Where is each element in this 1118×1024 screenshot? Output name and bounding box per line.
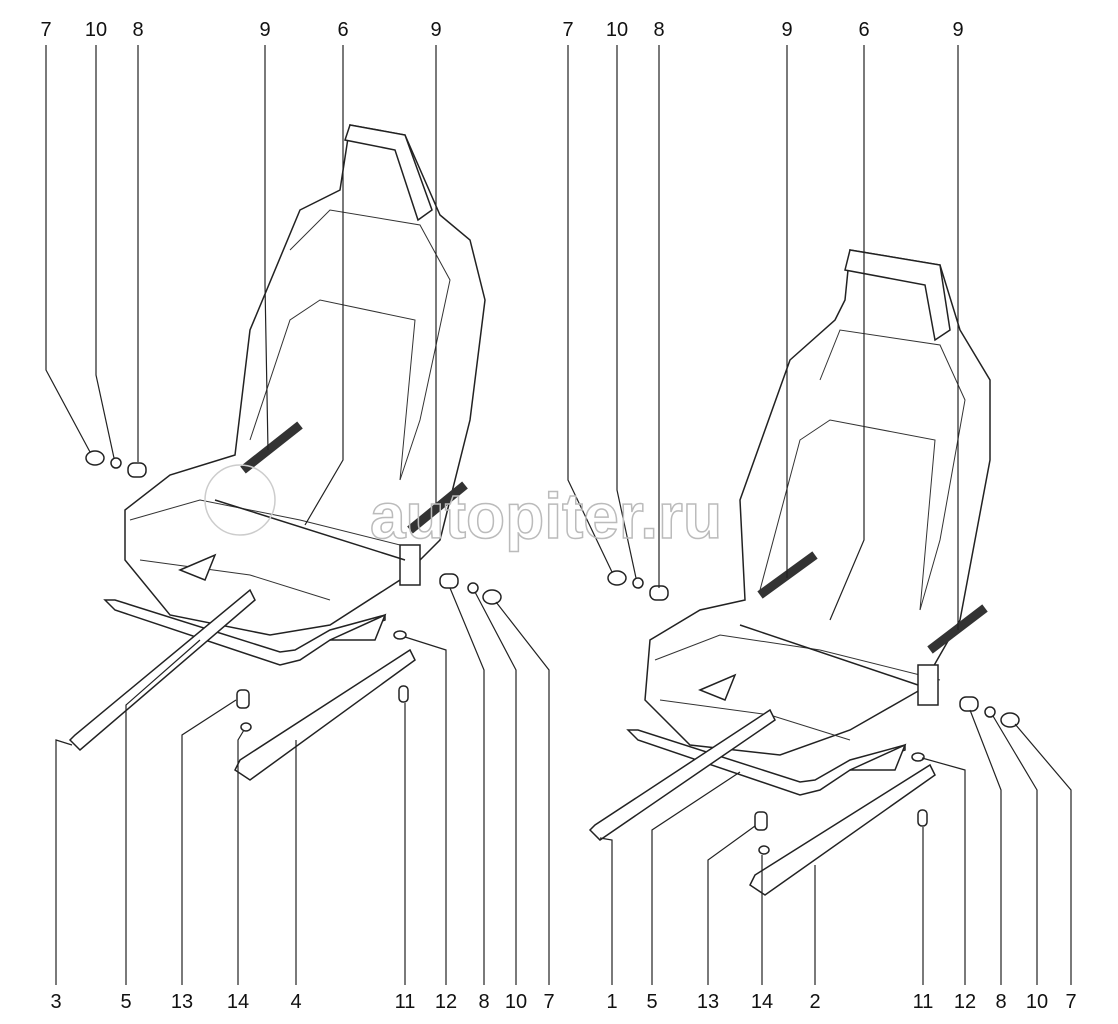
callout-label: 11 bbox=[913, 991, 934, 1013]
callout-label: 6 bbox=[337, 19, 348, 41]
callout-label: 5 bbox=[120, 991, 131, 1013]
callout-label: 10 bbox=[505, 991, 527, 1013]
callout-label: 13 bbox=[171, 991, 193, 1013]
callout-label: 6 bbox=[858, 19, 869, 41]
callout-label: 1 bbox=[606, 991, 617, 1013]
callout-label: 7 bbox=[40, 19, 51, 41]
callout-label: 12 bbox=[954, 991, 976, 1013]
left-seat bbox=[68, 124, 502, 781]
callout-label: 10 bbox=[606, 19, 628, 41]
callout-label: 8 bbox=[995, 991, 1006, 1013]
callout-label: 11 bbox=[395, 991, 416, 1013]
callout-label: 3 bbox=[50, 991, 61, 1013]
callout-labels: 7 10 8 9 6 9 7 10 8 9 6 9 3 5 13 14 4 11… bbox=[40, 19, 1076, 1013]
callout-label: 4 bbox=[290, 991, 301, 1013]
callout-label: 7 bbox=[562, 19, 573, 41]
watermark-text: autopiter.ru bbox=[370, 480, 722, 552]
callout-label: 8 bbox=[478, 991, 489, 1013]
callout-label: 9 bbox=[430, 19, 441, 41]
callout-label: 10 bbox=[1026, 991, 1048, 1013]
callout-label: 14 bbox=[227, 991, 249, 1013]
callout-label: 13 bbox=[697, 991, 719, 1013]
callout-label: 5 bbox=[646, 991, 657, 1013]
right-seat bbox=[588, 249, 1020, 896]
callout-label: 2 bbox=[809, 991, 820, 1013]
callout-label: 9 bbox=[259, 19, 270, 41]
callout-label: 8 bbox=[653, 19, 664, 41]
callout-label: 8 bbox=[132, 19, 143, 41]
watermark: autopiter.ru bbox=[204, 464, 723, 553]
callout-label: 12 bbox=[435, 991, 457, 1013]
callout-label: 7 bbox=[1065, 991, 1076, 1013]
callout-label: 10 bbox=[85, 19, 107, 41]
callout-label: 14 bbox=[751, 991, 773, 1013]
callout-label: 9 bbox=[781, 19, 792, 41]
callout-label: 9 bbox=[952, 19, 963, 41]
leader-lines bbox=[45, 45, 1072, 985]
callout-label: 7 bbox=[543, 991, 554, 1013]
